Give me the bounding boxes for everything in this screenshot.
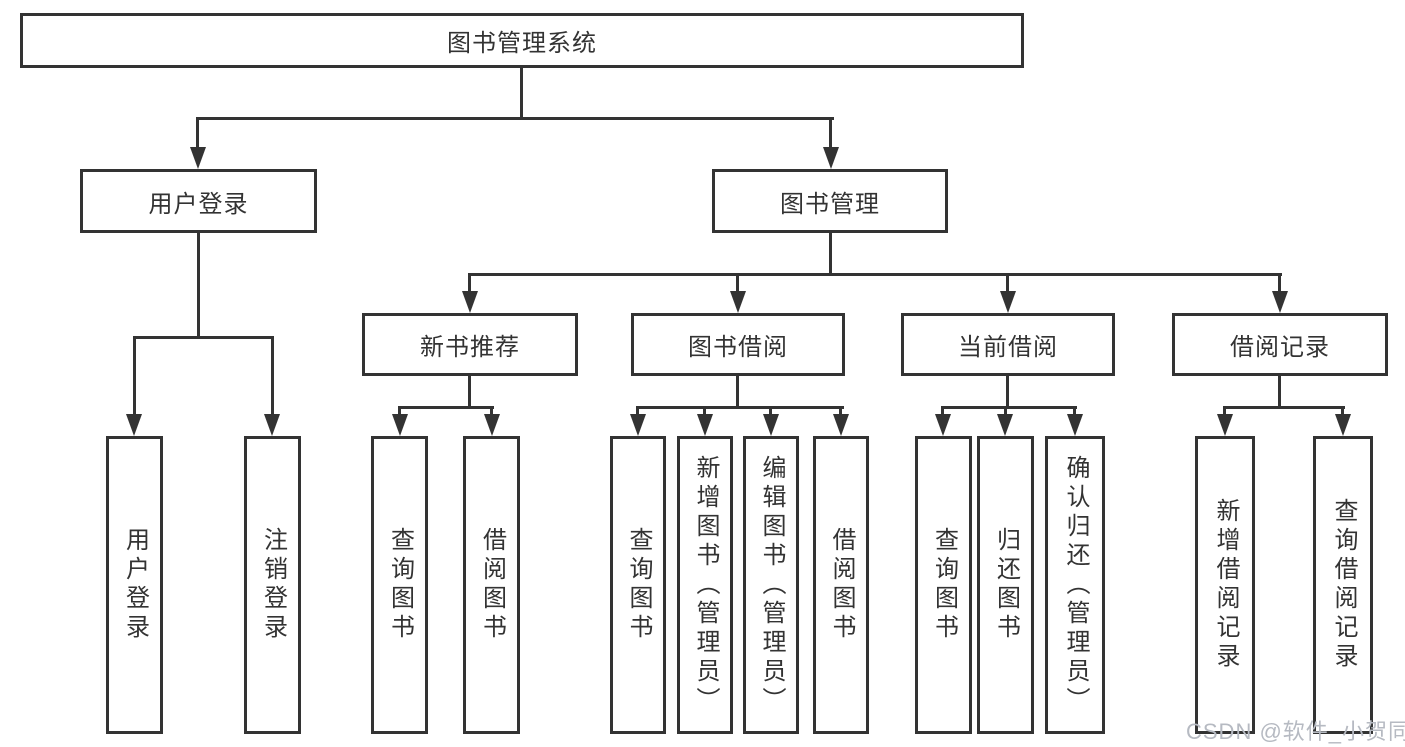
leaf-user-login: 用户登录 [106,436,163,734]
arrow-down-icon [763,414,779,436]
connector-line [769,406,772,416]
leaf-logout-label: 注销登录 [259,527,287,643]
connector-line [1278,376,1281,407]
arrow-down-icon [484,414,500,436]
connector-line [1073,406,1076,416]
node-new-book-recommend-label: 新书推荐 [420,334,520,361]
arrow-down-icon [630,414,646,436]
connector-line [197,117,834,120]
node-user-login: 用户登录 [80,169,317,233]
node-current-borrow: 当前借阅 [901,313,1115,376]
arrow-down-icon [392,414,408,436]
connector-line [1223,406,1226,416]
leaf-current-return-books: 归还图书 [977,436,1034,734]
connector-line [636,406,844,409]
connector-line [703,406,706,416]
node-root: 图书管理系统 [20,13,1024,68]
connector-line [1006,376,1009,407]
connector-line [490,406,493,416]
node-borrow-records-label: 借阅记录 [1230,334,1330,361]
connector-line [398,406,401,416]
connector-line [636,406,639,416]
connector-line [829,233,832,275]
connector-line [196,117,199,149]
arrow-down-icon [997,414,1013,436]
csdn-watermark: CSDN @软件_小贺同学 [1186,719,1405,744]
leaf-borrow-edit-books-admin-label: 编辑图书（管理员） [758,454,785,716]
leaf-current-confirm-return-admin-label: 确认归还（管理员） [1062,454,1089,716]
connector-line [941,406,1077,409]
leaf-borrow-query-books-label: 查询图书 [625,527,652,643]
connector-line [1006,273,1009,293]
arrow-down-icon [190,147,206,169]
leaf-borrow-add-books-admin: 新增图书（管理员） [677,436,733,734]
connector-line [398,406,494,409]
arrow-down-icon [1067,414,1083,436]
leaf-borrow-edit-books-admin: 编辑图书（管理员） [743,436,799,734]
connector-line [271,336,274,416]
leaf-borrow-query-books: 查询图书 [610,436,666,734]
node-book-management-label: 图书管理 [780,190,880,218]
leaf-borrow-borrow-books: 借阅图书 [813,436,869,734]
node-borrow-records: 借阅记录 [1172,313,1388,376]
connector-line [736,273,739,293]
connector-line [736,376,739,407]
leaf-user-login-label: 用户登录 [121,527,149,643]
connector-line [1004,406,1007,416]
arrow-down-icon [462,291,478,313]
arrow-down-icon [1000,291,1016,313]
arrow-down-icon [935,414,951,436]
leaf-current-confirm-return-admin: 确认归还（管理员） [1045,436,1105,734]
connector-line [133,336,136,416]
leaf-current-return-books-label: 归还图书 [992,527,1020,643]
connector-line [469,273,1282,276]
leaf-recommend-query-books: 查询图书 [371,436,428,734]
node-user-login-label: 用户登录 [148,190,249,218]
arrow-down-icon [1335,414,1351,436]
leaf-current-query-books: 查询图书 [915,436,972,734]
connector-line [1341,406,1344,416]
connector-line [941,406,944,416]
connector-line [468,273,471,293]
connector-line [839,406,842,416]
connector-line [520,68,523,117]
leaf-records-add-record: 新增借阅记录 [1195,436,1255,734]
leaf-records-query-record-label: 查询借阅记录 [1330,498,1357,672]
arrow-down-icon [697,414,713,436]
leaf-records-add-record-label: 新增借阅记录 [1212,498,1239,672]
arrow-down-icon [1272,291,1288,313]
leaf-recommend-query-books-label: 查询图书 [386,527,414,643]
leaf-recommend-borrow-books: 借阅图书 [463,436,520,734]
arrow-down-icon [823,147,839,169]
connector-line [829,117,832,149]
connector-line [468,376,471,407]
leaf-records-query-record: 查询借阅记录 [1313,436,1373,734]
connector-line [197,233,200,337]
arrow-down-icon [264,414,280,436]
connector-line [1278,273,1281,293]
arrow-down-icon [730,291,746,313]
leaf-borrow-add-books-admin-label: 新增图书（管理员） [692,454,719,716]
arrow-down-icon [1217,414,1233,436]
node-book-management: 图书管理 [712,169,948,233]
leaf-current-query-books-label: 查询图书 [930,527,958,643]
node-book-borrow-label: 图书借阅 [688,334,788,361]
arrow-down-icon [126,414,142,436]
connector-line [133,336,274,339]
node-root-label: 图书管理系统 [447,30,597,57]
arrow-down-icon [833,414,849,436]
leaf-logout: 注销登录 [244,436,301,734]
connector-line [1223,406,1345,409]
node-current-borrow-label: 当前借阅 [958,334,1058,361]
node-book-borrow: 图书借阅 [631,313,845,376]
node-new-book-recommend: 新书推荐 [362,313,578,376]
leaf-borrow-borrow-books-label: 借阅图书 [828,527,855,643]
leaf-recommend-borrow-books-label: 借阅图书 [478,527,506,643]
